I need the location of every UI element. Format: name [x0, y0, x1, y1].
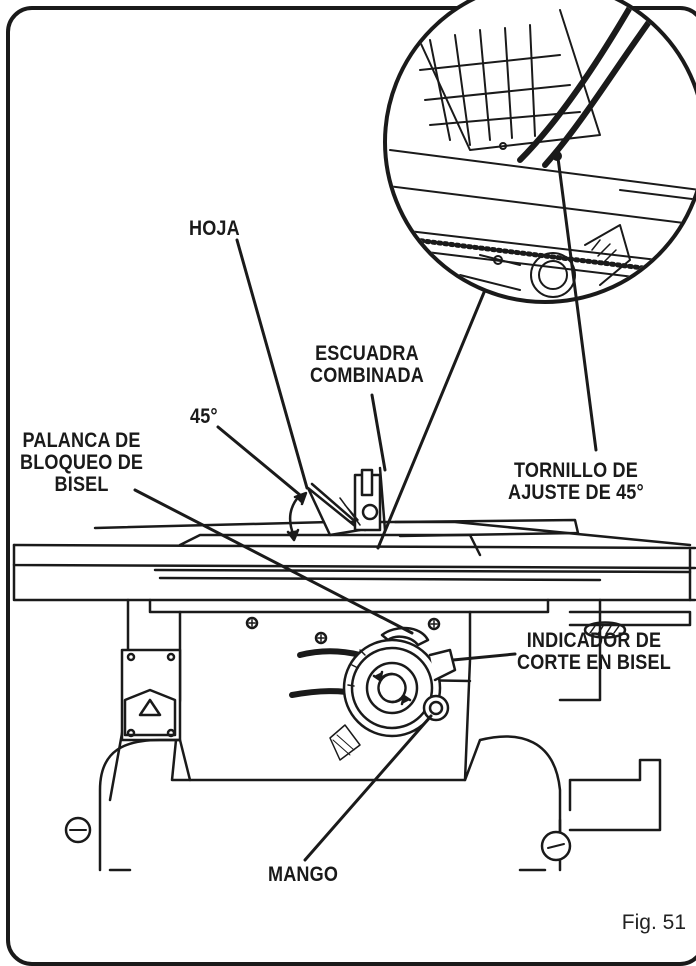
saw-base	[64, 598, 692, 872]
saw-body	[108, 598, 550, 802]
label-handle: MANGO	[268, 863, 339, 886]
table-top	[12, 518, 696, 602]
angle-arc	[286, 491, 308, 542]
figure-number: Fig. 51	[621, 911, 686, 934]
table-saw-illustration	[12, 0, 696, 872]
detail-magnifier	[383, 0, 696, 304]
leader-lines	[133, 156, 598, 862]
bevel-handwheel	[342, 626, 457, 738]
label-angle: 45°	[190, 405, 218, 428]
label-blade: HOJA	[189, 217, 240, 240]
blade-and-square	[306, 466, 387, 537]
